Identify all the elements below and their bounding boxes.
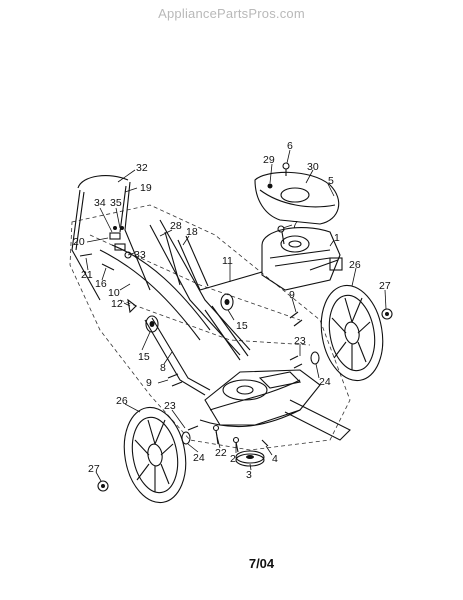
drive-deck	[199, 369, 351, 441]
engine-shroud	[254, 162, 340, 225]
callout-35: 35	[110, 197, 122, 209]
callout-23-left: 23	[164, 400, 176, 412]
callout-29: 29	[263, 154, 275, 166]
callout-15-right: 15	[236, 320, 248, 332]
lower-handle	[144, 293, 249, 396]
callout-22: 22	[215, 447, 227, 459]
callout-32: 32	[136, 162, 148, 174]
callout-12: 12	[111, 298, 123, 310]
callout-26-left: 26	[116, 395, 128, 407]
pulley-assembly	[212, 424, 269, 467]
callout-4: 4	[272, 453, 278, 465]
leader-lines	[85, 149, 387, 482]
callout-33: 33	[134, 249, 146, 261]
callout-27-left: 27	[88, 463, 100, 475]
callout-34: 34	[94, 197, 106, 209]
callout-19: 19	[140, 182, 152, 194]
control-cable	[99, 244, 211, 341]
callout-10: 10	[108, 287, 120, 299]
callout-30: 30	[307, 161, 319, 173]
callout-24-left: 24	[193, 452, 205, 464]
callout-5: 5	[328, 175, 334, 187]
callout-23-right: 23	[294, 335, 306, 347]
callout-8: 8	[160, 362, 166, 374]
axle-rod	[199, 271, 263, 291]
callout-28: 28	[170, 220, 182, 232]
handle-hardware	[79, 226, 137, 314]
engine	[261, 227, 343, 291]
callout-15-left: 15	[138, 351, 150, 363]
callout-9-left: 9	[146, 377, 152, 389]
callout-7: 7	[292, 219, 298, 231]
wheel-hardware	[97, 308, 393, 492]
callout-9-right: 9	[289, 289, 295, 301]
callout-27-right: 27	[379, 280, 391, 292]
spark-plug	[277, 225, 285, 245]
callout-18: 18	[186, 226, 198, 238]
callout-16: 16	[95, 278, 107, 290]
callout-20: 20	[73, 236, 85, 248]
right-wheel	[320, 284, 384, 382]
callout-2: 2	[230, 453, 236, 465]
cable-brackets	[164, 231, 209, 291]
callout-labels: 32 19 34 35 28 18 20 33 21 16 10 12 11 1…	[73, 140, 391, 481]
callout-3: 3	[246, 469, 252, 481]
callout-6: 6	[287, 140, 293, 152]
callout-1: 1	[334, 232, 340, 244]
callout-26-right: 26	[349, 259, 361, 271]
deck-outline	[69, 204, 351, 451]
callout-21: 21	[81, 269, 93, 281]
date-code: 7/04	[248, 556, 275, 571]
callout-11: 11	[222, 255, 233, 267]
bolts	[167, 311, 303, 431]
watermark: AppliancePartsPros.com	[158, 6, 305, 21]
callout-24-right: 24	[319, 376, 331, 388]
left-wheel	[123, 406, 187, 504]
